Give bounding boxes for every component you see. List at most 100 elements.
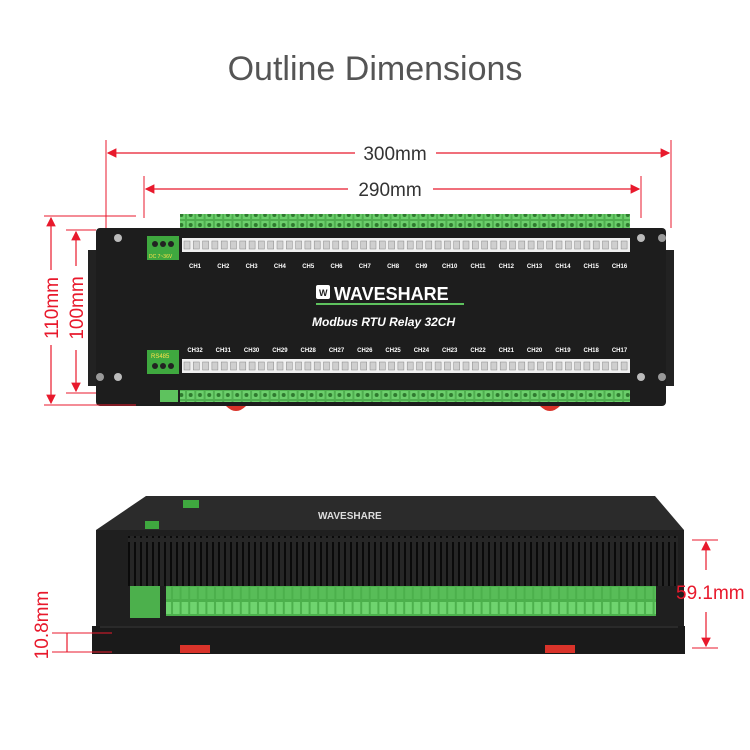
connector-pin	[602, 361, 609, 371]
channel-label: CH23	[442, 348, 458, 354]
connector-pin	[304, 240, 312, 250]
connector-pin	[230, 240, 237, 250]
connector-pin	[565, 240, 572, 250]
connector-pin	[509, 361, 516, 371]
connector-pin	[527, 361, 535, 371]
connector-pin	[369, 240, 377, 250]
connector-pin	[416, 361, 423, 371]
connector-pin	[388, 361, 395, 371]
connector-pin	[592, 361, 600, 371]
connector-pin	[211, 240, 219, 250]
connector-pin	[379, 240, 386, 250]
connector-pin	[620, 240, 628, 250]
svg-text:WAVESHARE: WAVESHARE	[318, 511, 382, 522]
top-terminal-strip	[180, 214, 630, 228]
channel-label: CH26	[357, 348, 373, 354]
connector-pin	[313, 240, 321, 250]
connector-pin	[490, 361, 498, 371]
brand-logo: W WAVESHARE	[316, 284, 464, 305]
side-terminal-strip	[166, 586, 656, 616]
device-side-view: WAVESHARE	[92, 496, 685, 654]
connector-pin	[406, 240, 414, 250]
connector-pin	[276, 240, 284, 250]
connector-pin	[583, 361, 591, 371]
connector-pin	[267, 361, 274, 371]
dimension-100mm: 100mm	[66, 229, 96, 394]
channel-label: CH9	[415, 264, 428, 270]
connector-pin	[351, 361, 358, 371]
channel-label: CH29	[272, 348, 288, 354]
rs485-block	[147, 350, 179, 374]
channel-label: CH10	[442, 264, 458, 270]
screw-icon	[637, 234, 645, 242]
connector-pin	[286, 361, 293, 371]
screw-icon	[658, 373, 666, 381]
channel-label: CH32	[187, 348, 203, 354]
height-outer-label: 110mm	[42, 277, 63, 339]
connector-pin	[295, 361, 302, 371]
channel-label: CH30	[244, 348, 260, 354]
connector-pin	[239, 240, 247, 250]
connector-pin	[211, 361, 219, 371]
connector-pin	[230, 361, 237, 371]
connector-pin	[444, 240, 451, 250]
channel-label: CH20	[527, 348, 543, 354]
power-block	[147, 236, 179, 260]
channel-label: CH21	[499, 348, 515, 354]
channel-label: CH16	[612, 264, 628, 270]
channel-label: CH3	[246, 264, 259, 270]
connector-pin	[202, 361, 209, 371]
connector-pin	[434, 240, 442, 250]
channel-label: CH28	[301, 348, 317, 354]
connector-pin	[546, 361, 553, 371]
bottom-terminal-strip	[180, 390, 630, 402]
power-terminal	[130, 586, 160, 618]
connector-pin	[592, 240, 600, 250]
connector-pin	[611, 240, 619, 250]
rail-clip	[540, 406, 560, 411]
connector-pin	[360, 361, 367, 371]
channel-label: CH18	[584, 348, 600, 354]
height-inner-label: 100mm	[67, 276, 88, 339]
channel-label: CH24	[414, 348, 430, 354]
connector-pin	[406, 361, 414, 371]
connector-pin	[276, 361, 284, 371]
rail-clip	[545, 645, 575, 653]
connector-pin	[555, 361, 563, 371]
brand-name: WAVESHARE	[334, 284, 449, 304]
connector-pin	[351, 240, 358, 250]
channel-label: CH14	[555, 264, 571, 270]
connector-pin	[490, 240, 498, 250]
connector-pin	[220, 361, 228, 371]
connector-pin	[323, 361, 330, 371]
channel-label: CH17	[612, 348, 628, 354]
top-face	[96, 496, 684, 530]
connector-pin	[434, 361, 442, 371]
rail-height-label: 10.8mm	[32, 591, 53, 660]
connector-pin	[267, 240, 274, 250]
connector-pin	[509, 240, 516, 250]
bottom-channel-connectors	[182, 359, 630, 373]
channel-label: CH7	[359, 264, 372, 270]
connector-pin	[462, 240, 470, 250]
connector-pin	[583, 240, 591, 250]
connector-pin	[183, 240, 191, 250]
connector-pin	[341, 361, 349, 371]
connector-pin	[286, 240, 293, 250]
connector-pin	[248, 361, 256, 371]
connector-pin	[546, 240, 553, 250]
connector-pin	[258, 240, 265, 250]
connector-pin	[611, 361, 619, 371]
channel-label: CH4	[274, 264, 287, 270]
connector-pin	[444, 361, 451, 371]
connector-pin	[379, 361, 386, 371]
channel-label: CH15	[584, 264, 600, 270]
connector-pin	[620, 361, 628, 371]
connector-pin	[323, 240, 330, 250]
connector-pin	[555, 240, 563, 250]
connector-pin	[481, 240, 488, 250]
vent-grille	[128, 536, 678, 586]
channel-label: CH2	[217, 264, 230, 270]
